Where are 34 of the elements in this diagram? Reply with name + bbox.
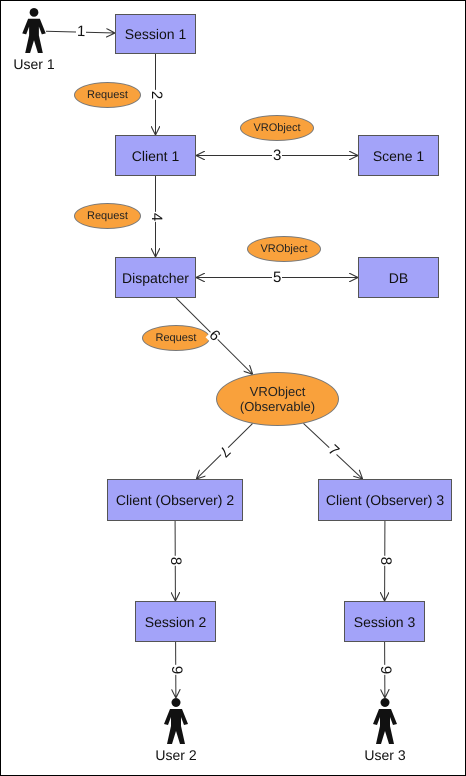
user-label: User 1 [13, 56, 55, 72]
edge-label: 3 [272, 148, 282, 162]
arrow [195, 150, 359, 161]
message-ellipse: VRObject [247, 236, 321, 262]
arrow [150, 54, 161, 136]
edge-label: 5 [272, 270, 282, 284]
arrow [380, 520, 390, 602]
message-ellipse: Request [74, 82, 141, 108]
edge-label: 8 [168, 556, 182, 566]
arrow [196, 423, 253, 480]
message-ellipse: Request [74, 203, 141, 229]
message-ellipse: VRObject [240, 115, 314, 141]
component-box: Session 2 [135, 601, 216, 642]
component-box: Client (Observer) 2 [107, 479, 243, 521]
user-label: User 2 [155, 747, 197, 763]
object-ellipse: VRObject (Observable) [216, 372, 339, 426]
component-box: Session 3 [344, 601, 425, 642]
component-box: Dispatcher [115, 257, 196, 298]
arrow [380, 642, 390, 699]
arrow [170, 642, 181, 699]
component-box: Client 1 [115, 135, 196, 176]
arrow [170, 520, 180, 602]
arrow [46, 28, 116, 38]
component-box: Client (Observer) 3 [318, 479, 452, 521]
component-box: Scene 1 [358, 135, 439, 176]
arrow [195, 272, 359, 283]
component-box: DB [358, 257, 439, 298]
edge-label: 1 [75, 25, 86, 40]
user-label: User 3 [364, 747, 406, 763]
arrow [176, 298, 254, 375]
arrow [150, 176, 161, 258]
component-box: Session 1 [115, 14, 196, 54]
arrow [303, 422, 364, 480]
message-ellipse: Request [142, 325, 210, 351]
